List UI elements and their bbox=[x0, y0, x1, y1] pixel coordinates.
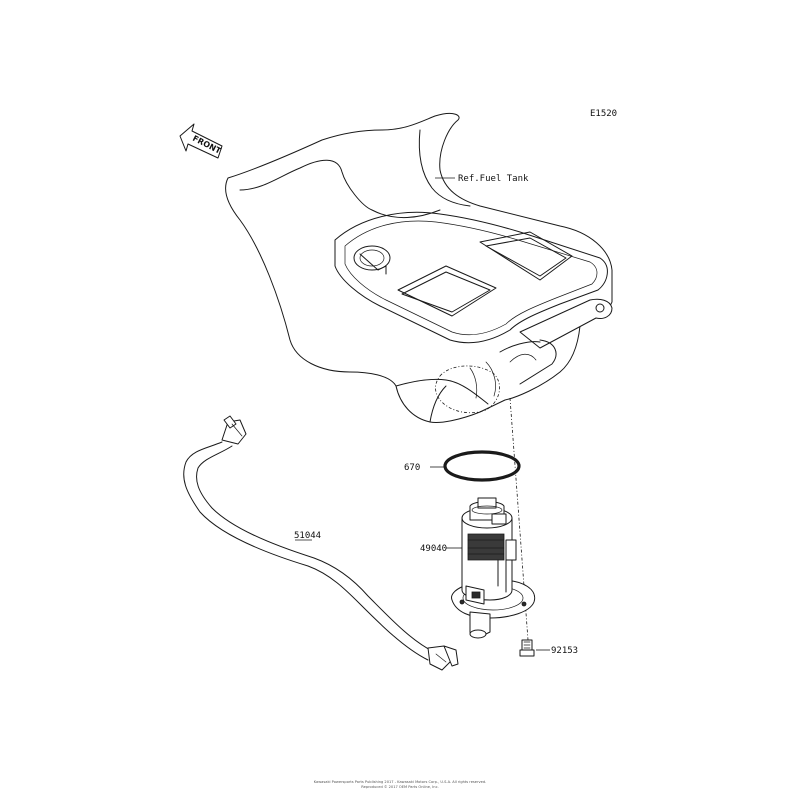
fuel-hose bbox=[183, 415, 459, 671]
fuel-tank bbox=[225, 113, 613, 423]
o-ring bbox=[443, 450, 521, 482]
bolt-label: 92153 bbox=[551, 646, 578, 656]
diagram-code: E1520 bbox=[590, 109, 617, 119]
fuel-tank-label: Ref.Fuel Tank bbox=[458, 174, 529, 184]
fuel-pump-label: 49040 bbox=[420, 544, 447, 554]
o-ring-label: 670 bbox=[404, 463, 420, 473]
front-arrow-icon: FRONT bbox=[179, 123, 223, 159]
footer-line-2: Reproduced © 2017 OEM Parts Online, Inc. bbox=[361, 785, 438, 789]
fuel-pump bbox=[451, 497, 536, 639]
fuel-hose-label: 51044 bbox=[294, 531, 321, 541]
bolt bbox=[519, 639, 535, 657]
footer-line-1: Kawasaki Powersports Parts Publishing 20… bbox=[314, 780, 487, 784]
